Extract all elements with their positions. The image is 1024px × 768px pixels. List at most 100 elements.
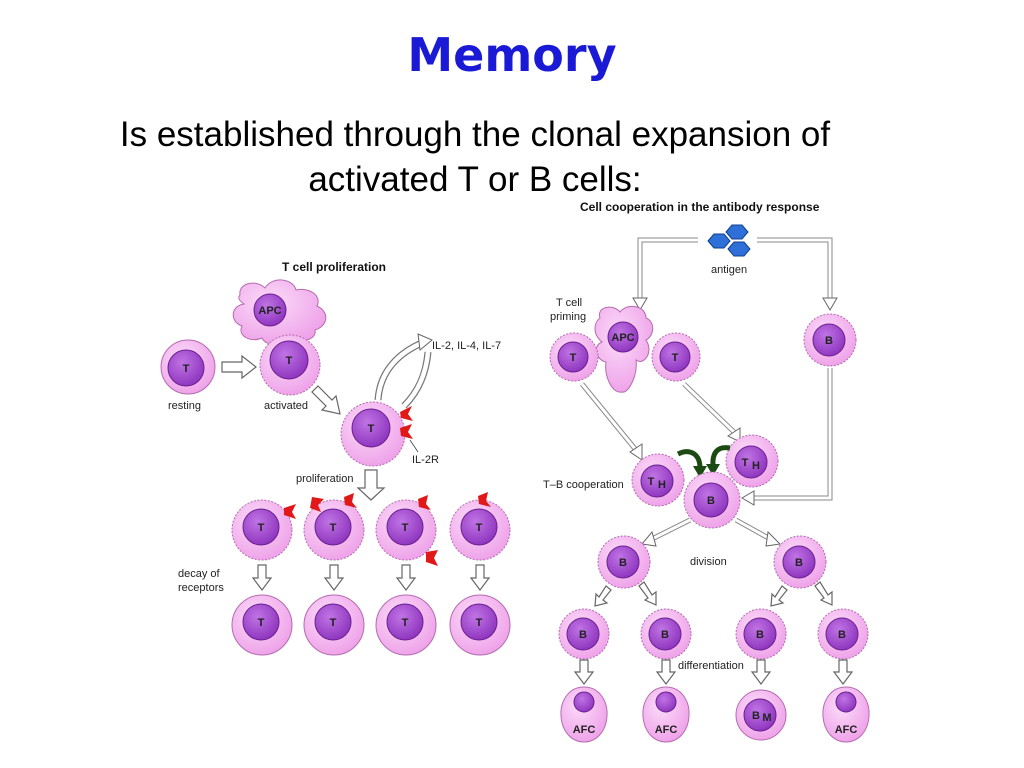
t-cell-proliferation-heading: T cell proliferation xyxy=(282,260,386,274)
cell-nucleus xyxy=(269,340,309,380)
division-arrowhead xyxy=(641,530,657,547)
afc-cell: AFC xyxy=(560,686,608,743)
division-arrow xyxy=(735,518,773,542)
cell-nucleus xyxy=(242,508,280,546)
resting-label: resting xyxy=(168,400,201,412)
memory-t-cell: T xyxy=(375,594,437,656)
help-arrowhead-left xyxy=(693,466,707,478)
cell-label: T xyxy=(330,522,337,534)
cell-nucleus xyxy=(743,617,777,651)
cell-label: T xyxy=(476,522,483,534)
differentiation-label: differentiation xyxy=(678,660,744,672)
dividing-b-cell: B xyxy=(597,535,651,589)
cell-label: T xyxy=(258,522,265,534)
cell-label: T xyxy=(402,617,409,629)
cell-nucleus xyxy=(351,408,391,448)
antibody-response-panel: Cell cooperation in the antibody respons… xyxy=(543,200,870,743)
priming-arrowhead xyxy=(629,443,643,461)
division-arrowhead xyxy=(765,530,782,547)
antigen-arrow-left xyxy=(638,238,698,300)
il2r-t-cell: T xyxy=(340,401,413,467)
arrow-decay xyxy=(469,564,491,591)
proliferation-label: proliferation xyxy=(296,473,353,485)
afc-nucleus xyxy=(835,691,857,713)
helper-t-cell: T H xyxy=(725,434,779,488)
cell-label: B xyxy=(579,629,587,641)
memory-b-cell: B M xyxy=(735,689,787,741)
arrow-division-small xyxy=(770,585,788,607)
afc-body xyxy=(642,686,690,743)
proliferated-t-cell: T xyxy=(449,492,511,561)
slide-subtitle: Is established through the clonal expans… xyxy=(40,112,910,202)
b-cell-gen3: B xyxy=(817,608,869,660)
slide-title: Memory xyxy=(407,28,617,82)
cell-label: T xyxy=(286,355,293,367)
cell-nucleus xyxy=(314,603,352,641)
cell-nucleus xyxy=(825,617,859,651)
apc-cell-right: APC xyxy=(594,305,654,393)
memory-t-cell: T xyxy=(231,594,293,656)
cell-nucleus xyxy=(743,698,777,732)
cell-nucleus xyxy=(734,445,768,479)
t-cell-proliferation-panel: T cell proliferation APC T resting T act… xyxy=(160,260,511,656)
cell-nucleus xyxy=(566,617,600,651)
helper-t-cell: T H xyxy=(631,453,685,507)
apc-label: APC xyxy=(611,332,634,344)
activated-b-cell: B xyxy=(683,471,741,529)
dividing-b-cell: B xyxy=(773,535,827,589)
cell-label: T xyxy=(570,352,577,364)
b-cell-gen3: B xyxy=(640,608,692,660)
il2-receptor xyxy=(344,493,357,508)
arrow-differentiation xyxy=(832,659,854,685)
il2-receptor xyxy=(418,495,431,510)
bm-label-main: B xyxy=(752,710,760,722)
afc-body xyxy=(560,686,608,743)
cell-nucleus xyxy=(460,508,498,546)
il2-receptor xyxy=(400,424,413,439)
b-cell-gen3: B xyxy=(558,608,610,660)
proliferated-t-cell: T xyxy=(375,495,438,566)
cell-label: T xyxy=(330,617,337,629)
th-label-main: T xyxy=(648,476,655,488)
t-cell-priming-line-2: priming xyxy=(550,311,586,323)
activated-t-cell: T xyxy=(259,334,321,396)
b-cell-arrowhead xyxy=(741,490,755,506)
cell-nucleus xyxy=(606,545,640,579)
help-arrow-right xyxy=(710,445,731,467)
cell-nucleus xyxy=(782,545,816,579)
help-arrowhead-right xyxy=(706,464,720,476)
bm-label-sub: M xyxy=(762,712,771,724)
cell-nucleus xyxy=(640,464,674,498)
memory-t-cell: T xyxy=(303,594,365,656)
arrow-activation xyxy=(221,354,257,380)
subtitle-line-1: Is established through the clonal expans… xyxy=(119,115,831,154)
arrow-to-il2r-cell xyxy=(311,385,341,415)
priming-arrowhead xyxy=(727,427,741,443)
uptake-arrow-outline xyxy=(401,351,432,409)
apc-nucleus xyxy=(607,321,639,353)
cell-nucleus xyxy=(812,323,846,357)
il2-receptor xyxy=(310,497,324,512)
cell-label: T xyxy=(258,617,265,629)
tb-cooperation-label: T–B cooperation xyxy=(543,479,624,491)
cell-nucleus xyxy=(557,341,589,373)
interleukins-label: IL-2, IL-4, IL-7 xyxy=(432,340,501,352)
decay-label-line-2: receptors xyxy=(178,582,224,594)
help-arrow-left xyxy=(676,449,703,469)
antigen-arrow-left-outline xyxy=(637,237,698,300)
il2-receptor xyxy=(284,504,296,519)
b-cell-arrow xyxy=(752,368,832,500)
antigen-arrow-right-outline xyxy=(757,237,833,300)
cell-nucleus xyxy=(386,603,424,641)
cell-nucleus xyxy=(167,349,205,387)
cell-label: T xyxy=(368,423,375,435)
cell-label: B xyxy=(756,629,764,641)
afc-label: AFC xyxy=(655,724,678,736)
arrow-decay xyxy=(251,564,273,591)
priming-t-cell: T xyxy=(651,332,701,382)
arrow-differentiation xyxy=(750,659,772,685)
t-cell-priming-line-1: T cell xyxy=(556,297,582,309)
arrow-division-small xyxy=(594,585,612,607)
cell-nucleus xyxy=(314,508,352,546)
